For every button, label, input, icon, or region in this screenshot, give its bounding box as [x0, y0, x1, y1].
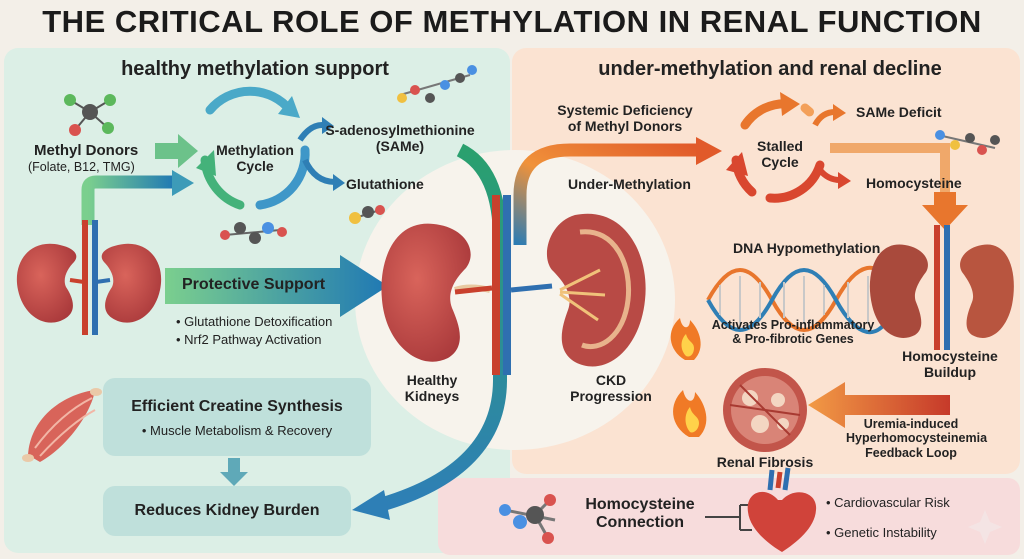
molecule-icon [64, 94, 116, 136]
renal-fibrosis-label: Renal Fibrosis [716, 454, 814, 470]
protective-support-arrow [165, 255, 388, 317]
to-same-deficit-arrow [812, 109, 836, 127]
methyl-donors-label: Methyl Donors [34, 142, 139, 159]
cycle-to-same-arrow [297, 122, 323, 142]
under-methylation-label: Under-Methylation [568, 176, 691, 192]
stalled-cycle-label: Stalled Cycle [757, 138, 803, 171]
reduces-kidney-burden-label: Reduces Kidney Burden [134, 502, 320, 519]
sparkle-icon [968, 510, 1002, 544]
donors-arrow-1 [155, 134, 198, 168]
creatine-box [103, 378, 371, 456]
homocysteine-down-arrow [922, 192, 968, 230]
feedback-loop-arrow [808, 382, 950, 428]
homocysteine-buildup-label: Homocysteine Buildup [902, 348, 998, 381]
left-panel-heading: healthy methylation support [121, 58, 389, 80]
glutathione-label: Glutathione [346, 176, 424, 192]
cardiovascular-risk-item: • Cardiovascular Risk [826, 495, 950, 510]
genetic-instability-item: • Genetic Instability [826, 525, 937, 540]
protective-bullet-1: • Glutathione Detoxification [176, 314, 333, 329]
same-molecule-icon [397, 65, 477, 103]
methylation-cycle-label: Methylation Cycle [216, 142, 294, 175]
fire-icon [670, 318, 701, 360]
uremia-feedback-label: Uremia-induced Hyperhomocysteinemia Feed… [846, 417, 988, 460]
stalled-to-buildup-line [830, 143, 950, 195]
creatine-bullet: • Muscle Metabolism & Recovery [141, 423, 333, 438]
homocysteine-molecule-icon [499, 494, 556, 544]
cycle-to-glutathione-arrow [302, 158, 336, 185]
methyl-donors-sublabel: (Folate, B12, TMG) [28, 160, 135, 174]
protective-support-label: Protective Support [182, 276, 326, 293]
connection-bracket [705, 504, 752, 531]
protective-bullet-2: • Nrf2 Pathway Activation [176, 332, 322, 347]
homocysteine-label: Homocysteine [866, 175, 962, 191]
same-label: S-adenosylmethionine (SAMe) [325, 122, 475, 155]
molecule-icon [220, 222, 287, 244]
same-to-kidneys-arrow [378, 143, 507, 512]
muscle-icon [22, 388, 102, 462]
deficiency-arrow [513, 143, 700, 245]
reduces-box [103, 486, 351, 536]
creatine-to-reduces-arrow [220, 458, 248, 486]
stalled-cycle-arrows [726, 92, 825, 203]
ckd-kidney-icon [546, 213, 646, 367]
ckd-progression-label: CKD Progression [570, 372, 652, 405]
systemic-deficiency-label: Systemic Deficiency of Methyl Donors [557, 102, 693, 135]
heart-icon [747, 467, 817, 552]
diseased-kidney-pair-icon [869, 225, 1014, 350]
methylation-cycle-arrows [196, 86, 310, 210]
healthy-kidneys-label: Healthy Kidneys [404, 372, 460, 405]
fire-icon [673, 390, 707, 437]
same-deficit-label: SAMe Deficit [856, 104, 942, 120]
right-panel-heading: under-methylation and renal decline [598, 58, 942, 80]
molecule-icon [349, 205, 385, 224]
dna-hypomethylation-label: DNA Hypomethylation [733, 240, 881, 256]
page-title: THE CRITICAL ROLE OF METHYLATION IN RENA… [42, 4, 982, 39]
homocysteine-connection-label: Homocysteine Connection [585, 496, 695, 532]
left-kidney-pair-icon [16, 220, 162, 335]
donors-arrow-2 [81, 175, 175, 225]
renal-fibrosis-icon [723, 368, 807, 452]
activates-genes-label: Activates Pro-inflammatory & Pro-fibroti… [711, 318, 875, 347]
dna-helix-icon [706, 265, 892, 335]
center-vessels [454, 195, 553, 375]
molecule-icon [935, 130, 1000, 155]
creatine-synthesis-label: Efficient Creatine Synthesis [131, 398, 343, 415]
